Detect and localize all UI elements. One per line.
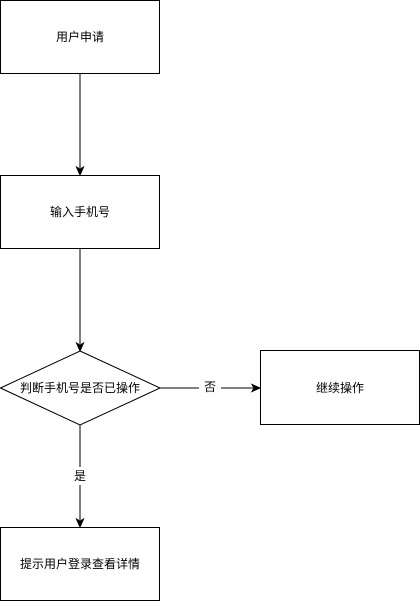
node-user-apply-box [0,0,160,74]
edge-label-yes: 是 [74,469,86,483]
node-continue-op: 继续操作 [260,350,420,425]
node-enter-phone-label: 输入手机号 [50,204,110,219]
node-prompt-login-label: 提示用户登录查看详情 [20,556,140,571]
node-continue-op-label: 继续操作 [316,380,364,395]
node-check-phone: 判断手机号是否已操作 [0,350,162,426]
node-prompt-login-box [0,527,160,601]
arrow-head-right [250,383,262,393]
node-user-apply: 用户申请 [0,0,160,74]
edge-phone-to-check [75,249,85,353]
arrow-head-down [75,517,85,529]
edge-check-to-continue: 否 [160,379,262,397]
edge-check-to-prompt: 是 [69,425,91,529]
node-prompt-login: 提示用户登录查看详情 [0,527,160,601]
node-check-phone-label: 判断手机号是否已操作 [20,380,140,395]
edge-label-no: 否 [204,380,216,394]
node-continue-op-box [260,350,420,425]
edge-apply-to-phone [75,74,85,177]
node-enter-phone: 输入手机号 [0,175,160,249]
node-user-apply-label: 用户申请 [56,29,104,44]
arrow-head-down [75,165,85,177]
node-enter-phone-box [0,175,160,249]
arrow-head-down [75,341,85,353]
